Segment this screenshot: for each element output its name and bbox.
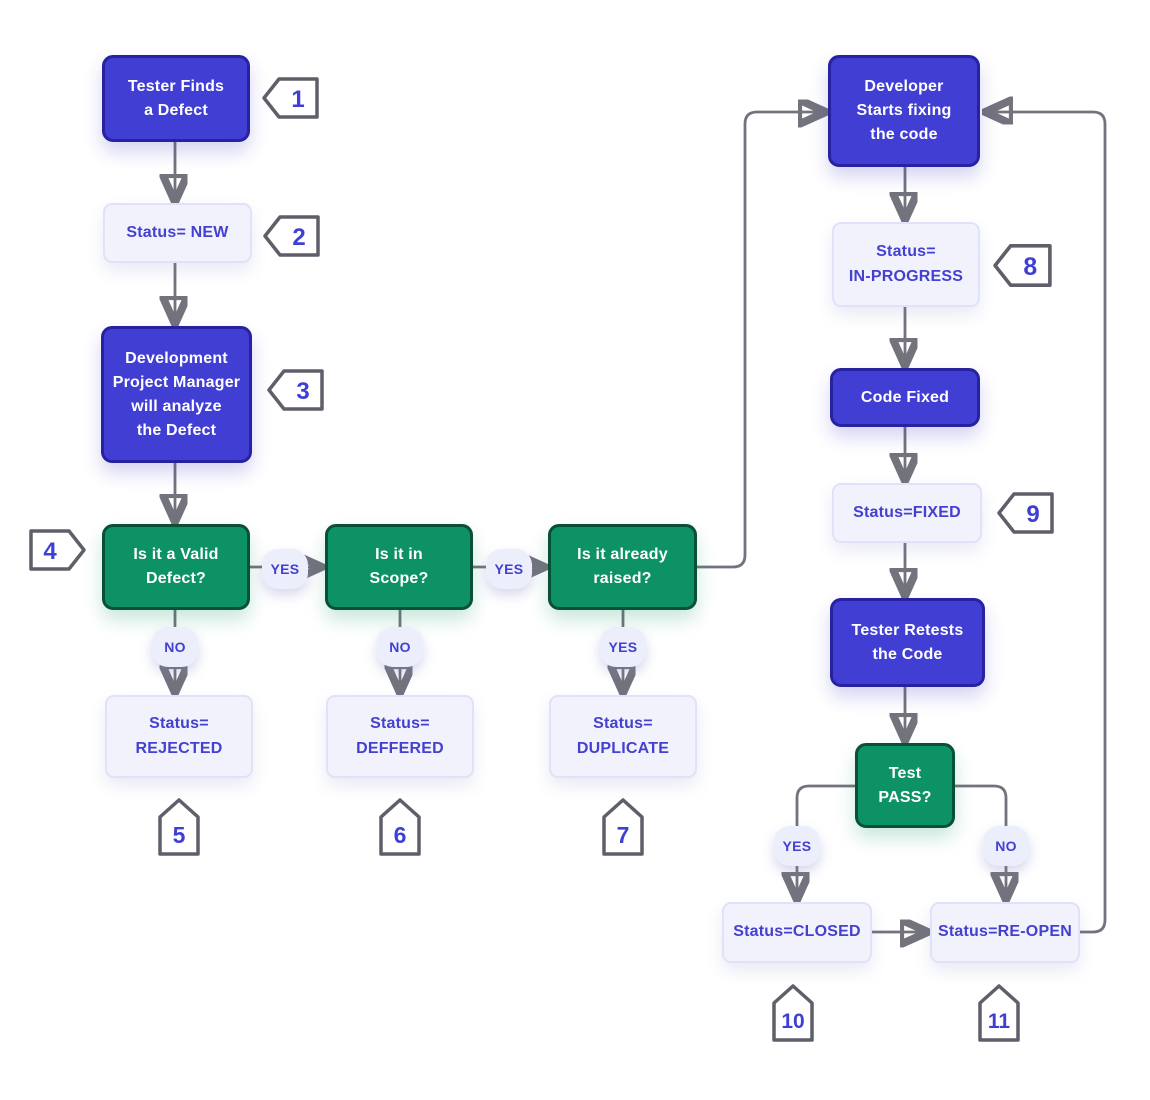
branch-label-scope-no: NO — [377, 627, 423, 667]
node-dev-manager-analyze: Development Project Manager will analyze… — [101, 326, 252, 463]
node-label: Developer Starts fixing the code — [856, 78, 952, 143]
node-label: Status= IN-PROGRESS — [848, 242, 964, 285]
node-label: Is it in Scope? — [369, 546, 429, 587]
node-label: Tester Finds a Defect — [127, 77, 225, 119]
svg-text:9: 9 — [1026, 501, 1039, 528]
node-label: Status=FIXED — [853, 503, 961, 521]
branch-label-pass-no: NO — [983, 826, 1029, 866]
node-label: Status=CLOSED — [733, 923, 861, 941]
branch-label-valid-yes: YES — [262, 549, 308, 589]
node-status-closed: Status=CLOSED — [722, 902, 872, 963]
step-tag-2: 2 — [263, 215, 320, 257]
step-tag-3: 3 — [267, 369, 324, 411]
connector-raised-to-developer — [697, 112, 822, 569]
node-status-deffered: Status= DEFFERED — [326, 695, 474, 778]
node-status-duplicate: Status= DUPLICATE — [549, 695, 697, 778]
connector-reopen-loop-to-developer — [989, 112, 1107, 934]
step-tag-11: 11 — [978, 984, 1020, 1042]
node-label: Status= REJECTED — [135, 714, 223, 757]
step-tag-8: 8 — [993, 244, 1052, 287]
node-status-fixed: Status=FIXED — [832, 483, 982, 543]
branch-label-pass-yes: YES — [774, 826, 820, 866]
svg-text:7: 7 — [617, 822, 630, 848]
node-label: Is it already raised? — [577, 546, 668, 587]
node-label: Status=RE-OPEN — [938, 923, 1072, 941]
node-developer-fixing: Developer Starts fixing the code — [828, 55, 980, 167]
node-code-fixed: Code Fixed — [830, 368, 980, 427]
svg-text:1: 1 — [291, 86, 304, 113]
branch-label-raised-yes: YES — [600, 627, 646, 667]
step-tag-5: 5 — [158, 798, 200, 856]
step-tag-9: 9 — [997, 492, 1054, 534]
connector-pass-yes-to-closed — [797, 784, 855, 896]
svg-text:8: 8 — [1023, 254, 1037, 281]
node-tester-finds-defect: Tester Finds a Defect — [102, 55, 250, 142]
node-label: Development Project Manager will analyze… — [112, 349, 241, 439]
node-status-reopen: Status=RE-OPEN — [930, 902, 1080, 963]
svg-text:6: 6 — [394, 822, 407, 848]
node-label: Is it a Valid Defect? — [133, 546, 219, 587]
step-tag-1: 1 — [262, 77, 319, 119]
svg-text:5: 5 — [173, 822, 186, 848]
node-in-scope: Is it in Scope? — [325, 524, 473, 610]
branch-label-scope-yes: YES — [486, 549, 532, 589]
node-status-new: Status= NEW — [103, 203, 252, 263]
step-tag-6: 6 — [379, 798, 421, 856]
node-label: Status= NEW — [126, 223, 229, 241]
node-valid-defect: Is it a Valid Defect? — [102, 524, 250, 610]
node-label: Status= DEFFERED — [356, 714, 444, 757]
node-status-in-progress: Status= IN-PROGRESS — [832, 222, 980, 307]
node-label: Status= DUPLICATE — [576, 714, 670, 757]
node-status-rejected: Status= REJECTED — [105, 695, 253, 778]
svg-text:4: 4 — [43, 538, 57, 565]
step-tag-10: 10 — [772, 984, 814, 1042]
node-label: Tester Retests the Code — [851, 621, 964, 663]
step-tag-7: 7 — [602, 798, 644, 856]
node-label: Code Fixed — [860, 388, 950, 406]
svg-text:3: 3 — [296, 378, 309, 405]
node-label: Test PASS? — [878, 764, 932, 806]
node-tester-retests: Tester Retests the Code — [830, 598, 985, 687]
node-test-pass: Test PASS? — [855, 743, 955, 828]
svg-text:11: 11 — [988, 1010, 1011, 1033]
svg-text:2: 2 — [292, 224, 305, 251]
connector-pass-no-to-reopen — [955, 784, 1006, 896]
svg-text:10: 10 — [781, 1010, 804, 1033]
node-already-raised: Is it already raised? — [548, 524, 697, 610]
branch-label-valid-no: NO — [152, 627, 198, 667]
step-tag-4: 4 — [29, 529, 86, 571]
